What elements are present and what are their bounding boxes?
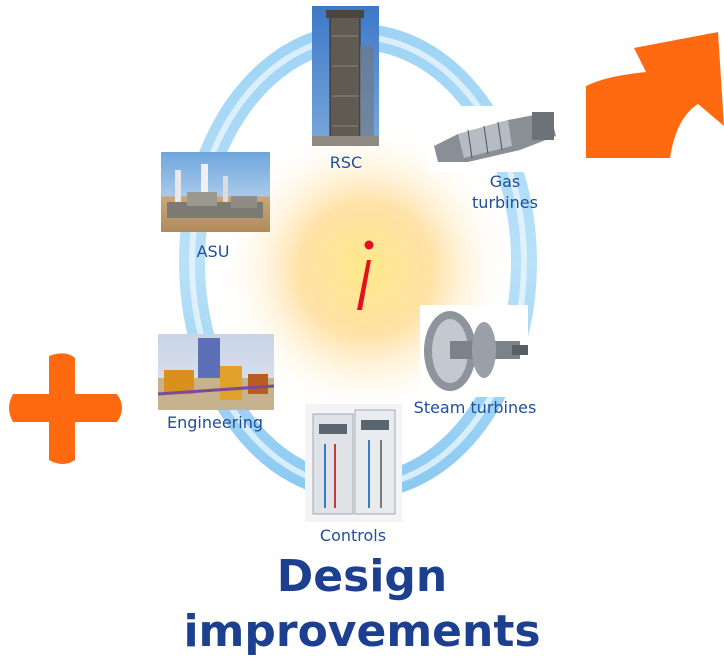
rsc-label: RSC	[329, 153, 363, 172]
rsc-image	[312, 6, 379, 146]
controls-label: Controls	[319, 526, 387, 545]
plus-icon	[9, 353, 122, 464]
steam-turbines-label: Steam turbines	[413, 398, 537, 417]
engineering-image	[158, 334, 274, 410]
engineering-label: Engineering	[167, 413, 263, 432]
asu-image	[161, 152, 270, 232]
title-line-2: improvements	[183, 606, 541, 657]
asu-label: ASU	[196, 242, 230, 261]
gas-turbine-image	[428, 106, 560, 172]
gas-turbines-label: Gas turbines	[450, 171, 560, 213]
gas-label-line2: turbines	[472, 193, 538, 212]
gas-label-line1: Gas	[489, 172, 521, 191]
steam-turbine-image	[420, 305, 528, 397]
info-i-icon	[357, 240, 374, 310]
controls-image	[305, 404, 402, 522]
title-line-1: Design	[276, 551, 448, 602]
arrow-up-right-icon	[586, 32, 724, 158]
